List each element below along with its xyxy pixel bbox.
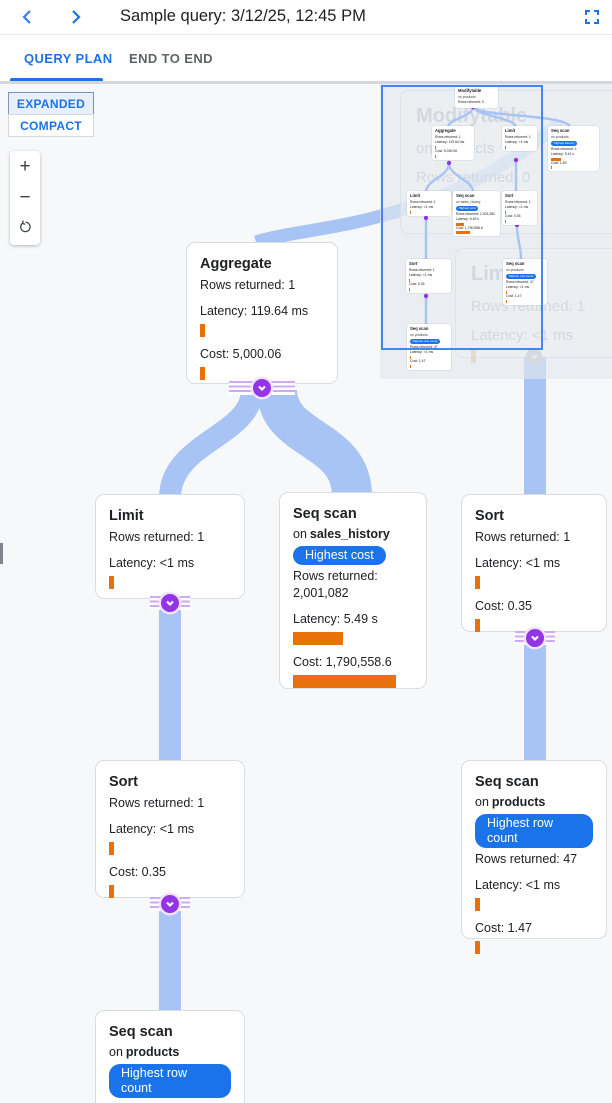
fullscreen-button[interactable] — [583, 8, 601, 26]
minimap[interactable]: Modifytable on products Rows returned: 0… — [380, 84, 612, 379]
chevron-down-icon — [166, 600, 174, 607]
query-plan-canvas[interactable]: Modifytable on products Rows returned: 0… — [0, 84, 612, 1103]
latency-bar — [109, 842, 114, 855]
reset-view-button[interactable] — [11, 215, 39, 243]
collapse-button-sort-left[interactable] — [161, 895, 179, 913]
view-toggle-expanded[interactable]: EXPANDED — [8, 92, 94, 115]
chevron-left-icon — [22, 10, 31, 24]
next-query-button[interactable] — [64, 5, 88, 29]
latency-bar — [293, 632, 343, 645]
minimap-node: Seq scan on products Highest row count R… — [503, 259, 547, 305]
chevron-right-icon — [72, 10, 81, 24]
chevron-down-icon — [166, 901, 174, 908]
minimap-node: Modifytable on products Rows returned: 0 — [455, 86, 498, 108]
cost-bar — [109, 885, 114, 898]
active-tab-indicator — [10, 78, 103, 81]
highest-cost-badge: Highest cost — [293, 546, 386, 565]
minimap-node: Aggregate Rows returned: 1 Latency: 119.… — [432, 126, 474, 160]
zoom-in-button[interactable]: + — [11, 153, 39, 181]
canvas-divider — [0, 81, 612, 84]
chevron-down-icon — [531, 635, 539, 642]
collapse-button-sort-right[interactable] — [526, 629, 544, 647]
latency-bar — [475, 576, 480, 589]
prev-query-button[interactable] — [15, 5, 39, 29]
minimap-node: Sort Rows returned: 1 Latency: <1 ms Cos… — [406, 259, 451, 293]
zoom-panel: + − — [10, 151, 40, 245]
plan-node-sort-right[interactable]: Sort Rows returned: 1 Latency: <1 ms Cos… — [461, 494, 607, 632]
plan-node-sort-left[interactable]: Sort Rows returned: 1 Latency: <1 ms Cos… — [95, 760, 245, 898]
chevron-down-icon — [258, 385, 266, 392]
highest-row-count-badge: Highest row count — [475, 814, 593, 848]
highest-row-count-badge: Highest row count — [109, 1064, 231, 1098]
minimap-viewport[interactable] — [381, 85, 543, 350]
minimap-node: Seq scan on sales_history Highest cost R… — [453, 191, 500, 236]
zoom-out-button[interactable]: − — [11, 184, 39, 212]
plan-node-limit[interactable]: Limit Rows returned: 1 Latency: <1 ms — [95, 494, 245, 599]
fullscreen-icon — [585, 10, 599, 24]
left-scrollbar-thumb[interactable] — [0, 543, 3, 564]
tab-query-plan[interactable]: QUERY PLAN — [18, 35, 119, 81]
latency-bar — [200, 324, 205, 337]
cost-bar — [475, 941, 480, 954]
collapse-button-limit[interactable] — [161, 594, 179, 612]
cost-bar — [293, 675, 396, 688]
minimap-node: Seq scan on products Highest row count R… — [407, 324, 451, 370]
minimap-node: Seq scan on products Highest latency Row… — [548, 126, 599, 172]
page-title: Sample query: 3/12/25, 12:45 PM — [120, 7, 366, 25]
header-bar: Sample query: 3/12/25, 12:45 PM — [0, 0, 612, 35]
tab-end-to-end[interactable]: END TO END — [123, 35, 219, 81]
plan-node-aggregate[interactable]: Aggregate Rows returned: 1 Latency: 119.… — [186, 242, 338, 384]
reset-rotate-icon — [19, 220, 31, 233]
minimap-node: Limit Rows returned: 1 Latency: <1 ms — [502, 126, 537, 152]
cost-bar — [475, 619, 480, 632]
minimap-node: Limit Rows returned: 1 Latency: <1 ms — [407, 191, 451, 217]
cost-bar — [200, 367, 205, 380]
view-toggle-compact[interactable]: COMPACT — [8, 114, 94, 137]
latency-bar — [475, 898, 480, 911]
tab-bar: QUERY PLAN END TO END — [0, 35, 612, 81]
collapse-button-aggregate[interactable] — [253, 379, 271, 397]
minimap-node: Sort Rows returned: 1 Latency: <1 ms Cos… — [502, 191, 537, 225]
latency-bar — [109, 576, 114, 589]
